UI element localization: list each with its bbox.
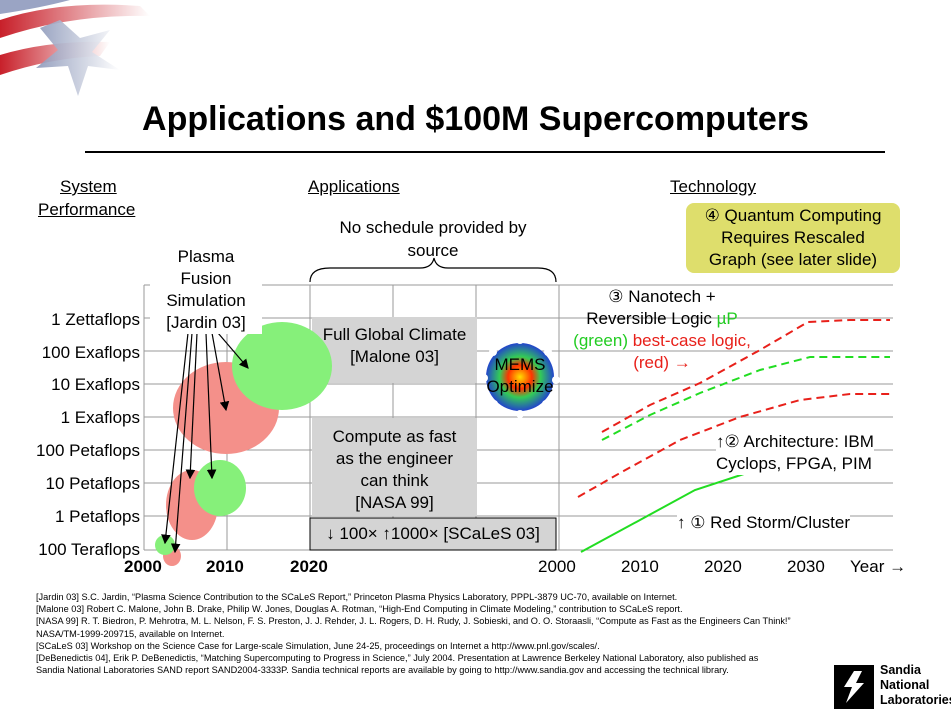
reference-sandia: Sandia National Laboratories SAND report… bbox=[36, 665, 729, 676]
line-red-storm bbox=[580, 461, 781, 553]
architecture-line1: ↑② Architecture: IBM bbox=[716, 432, 874, 451]
quantum-line1: ④ Quantum Computing bbox=[704, 206, 882, 225]
scales-label: ↓ 100× ↑1000× [SCaLeS 03] bbox=[326, 524, 540, 543]
compute-line3: can think bbox=[360, 471, 429, 490]
climate-line2: [Malone 03] bbox=[350, 347, 439, 366]
nanotech-red-note: best-case logic, bbox=[632, 331, 751, 350]
plasma-line3: Simulation bbox=[166, 291, 246, 310]
x-label-left-2020: 2020 bbox=[290, 557, 328, 576]
blob-green-mid bbox=[194, 460, 246, 516]
page-title: Applications and $100M Supercomputers bbox=[142, 100, 809, 138]
scales-box bbox=[309, 517, 557, 551]
x-label-left-2000: 2000 bbox=[124, 557, 162, 576]
reference-debenedictis: [DeBenedictis 04], Erik P. DeBenedictis,… bbox=[36, 653, 759, 664]
logo-line1: Sandia bbox=[880, 663, 921, 677]
compute-fast-label: Compute as fast as the engineer can thin… bbox=[312, 426, 477, 514]
y-label-zettaflops: 1 Zettaflops bbox=[51, 310, 140, 329]
nanotech-line4: (red) → bbox=[633, 353, 691, 372]
reference-nasa: [NASA 99] R. T. Biedron, P. Mehrotra, M.… bbox=[36, 616, 791, 627]
y-label-100-petaflops: 100 Petaflops bbox=[36, 441, 140, 460]
sandia-logo: Sandia National Laboratories bbox=[830, 663, 951, 713]
reference-jardin: [Jardin 03] S.C. Jardin, “Plasma Science… bbox=[36, 592, 678, 602]
header-technology: Technology bbox=[670, 177, 757, 196]
jardin-arrows bbox=[161, 332, 249, 554]
y-label-100-exaflops: 100 Exaflops bbox=[41, 343, 140, 362]
red-storm-label: ↑ ① Red Storm/Cluster bbox=[677, 513, 851, 533]
mems-line2: Optimize bbox=[486, 377, 554, 396]
nanotech-line1: ③ Nanotech + bbox=[608, 287, 716, 306]
climate-label: Full Global Climate [Malone 03] bbox=[312, 324, 477, 368]
climate-box bbox=[312, 317, 477, 383]
reference-malone: [Malone 03] Robert C. Malone, John B. Dr… bbox=[36, 604, 683, 615]
y-label-1-petaflops: 1 Petaflops bbox=[54, 507, 140, 526]
compute-box bbox=[312, 418, 477, 516]
nanotech-label: ③ Nanotech + Reversible Logic µP (green)… bbox=[562, 286, 762, 374]
quantum-line3: Graph (see later slide) bbox=[708, 250, 878, 269]
x-label-right-2030: 2030 bbox=[787, 557, 825, 576]
nanotech-mup: µP bbox=[716, 309, 738, 328]
references: [Jardin 03] S.C. Jardin, “Plasma Science… bbox=[36, 591, 916, 676]
x-label-left-2010: 2010 bbox=[206, 557, 244, 576]
quantum-line2: Requires Rescaled bbox=[721, 228, 865, 247]
flag-star-decoration bbox=[0, 0, 150, 96]
plasma-line1: Plasma bbox=[177, 247, 235, 266]
y-label-100-teraflops: 100 Teraflops bbox=[38, 540, 140, 559]
no-schedule-label: No schedule provided by source bbox=[310, 216, 556, 262]
compute-line1: Compute as fast bbox=[332, 427, 457, 446]
logo-line3: Laboratories bbox=[880, 693, 951, 707]
y-label-10-exaflops: 10 Exaflops bbox=[51, 375, 140, 394]
reference-scales: [SCaLeS 03] Workshop on the Science Case… bbox=[36, 640, 600, 651]
title-rule bbox=[85, 151, 885, 153]
header-system: System bbox=[60, 177, 117, 196]
no-schedule-line2: source bbox=[407, 241, 459, 260]
logo-line2: National bbox=[880, 678, 930, 692]
plasma-label: Plasma Fusion Simulation [Jardin 03] bbox=[150, 246, 262, 334]
mems-label: MEMS Optimize bbox=[478, 354, 562, 398]
y-label-1-exaflops: 1 Exaflops bbox=[60, 408, 140, 427]
nanotech-green-note: (green) bbox=[573, 331, 633, 350]
architecture-line2: Cyclops, FPGA, PIM bbox=[716, 454, 872, 473]
reference-nasa-cont: NASA/TM-1999-209715, available on Intern… bbox=[36, 628, 225, 639]
compute-line2: as the engineer bbox=[335, 449, 454, 468]
x-label-right-2000: 2000 bbox=[538, 557, 576, 576]
no-schedule-line1: No schedule provided by bbox=[339, 218, 527, 237]
climate-line1: Full Global Climate bbox=[322, 325, 467, 344]
line-architecture bbox=[577, 393, 890, 498]
architecture-label: ↑② Architecture: IBM Cyclops, FPGA, PIM bbox=[716, 431, 874, 475]
blob-green-large bbox=[232, 322, 332, 410]
x-label-right-2020: 2020 bbox=[704, 557, 742, 576]
chart-graphic bbox=[143, 257, 893, 566]
y-label-10-petaflops: 10 Petaflops bbox=[45, 474, 140, 493]
header-performance: Performance bbox=[38, 200, 136, 219]
line-nano-green bbox=[601, 356, 890, 441]
x-label-year: Year → bbox=[850, 557, 907, 576]
x-label-right-2010: 2010 bbox=[621, 557, 659, 576]
quantum-box: ④ Quantum Computing Requires Rescaled Gr… bbox=[686, 203, 900, 273]
schedule-brace bbox=[309, 257, 557, 283]
plasma-line4: [Jardin 03] bbox=[166, 313, 246, 332]
header-applications: Applications bbox=[308, 177, 400, 196]
mems-line1: MEMS bbox=[494, 355, 546, 374]
nanotech-line2a: Reversible Logic bbox=[586, 309, 717, 328]
line-nano-red bbox=[601, 319, 890, 433]
compute-line4: [NASA 99] bbox=[355, 493, 434, 512]
thunderbird-icon bbox=[834, 665, 874, 709]
plasma-line2: Fusion bbox=[180, 269, 232, 288]
mems-image bbox=[480, 336, 560, 418]
